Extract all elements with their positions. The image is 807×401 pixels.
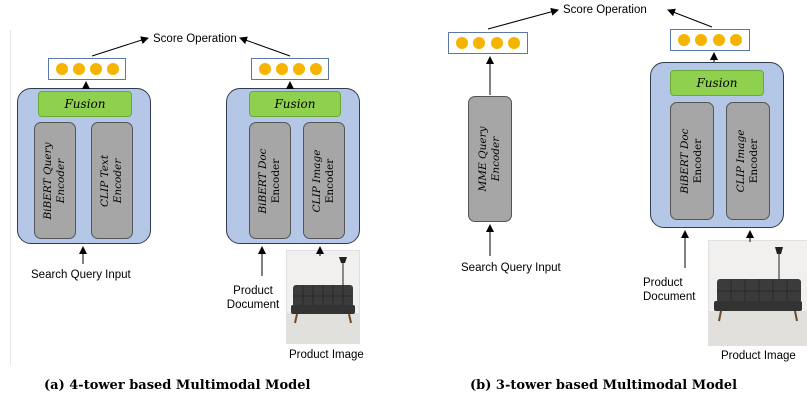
- product-image-a: [286, 250, 360, 344]
- product-document-label-a: Product Document: [224, 284, 282, 312]
- product-document-line1: Product: [643, 277, 683, 289]
- score-operation-label-a: Score Operation: [153, 33, 237, 45]
- product-document-line1: Product: [233, 285, 273, 297]
- score-dot: [490, 37, 503, 49]
- score-dot: [730, 34, 743, 46]
- score-vector-b-right: [670, 29, 750, 51]
- caption-b: (b) 3-tower based Multimodal Model: [470, 378, 738, 393]
- score-dot: [106, 63, 119, 75]
- score-dot: [712, 34, 725, 46]
- arrow-score-b-right: [667, 8, 713, 28]
- fusion-block-a-left: Fusion: [38, 91, 132, 117]
- product-image-label-a: Product Image: [289, 349, 364, 361]
- score-dot: [309, 63, 322, 75]
- fusion-block-b: Fusion: [670, 70, 764, 96]
- score-dot: [508, 37, 521, 49]
- score-vector-a-left: [48, 58, 126, 80]
- product-image-b: [708, 240, 807, 346]
- score-dot: [292, 63, 305, 75]
- arrow-score-a-left: [91, 36, 149, 57]
- score-vector-a-right: [251, 58, 329, 80]
- search-query-input-label-a: Search Query Input: [31, 269, 131, 281]
- fusion-label: Fusion: [64, 97, 106, 111]
- score-dot: [89, 63, 102, 75]
- caption-a: (a) 4-tower based Multimodal Model: [44, 378, 311, 393]
- sofa-photo-icon: [287, 251, 359, 343]
- arrow-score-b-left: [487, 7, 559, 30]
- product-document-label-b: Product Document: [643, 276, 695, 304]
- score-dot: [258, 63, 271, 75]
- score-operation-label-b: Score Operation: [563, 4, 647, 16]
- product-document-line2: Document: [643, 291, 696, 303]
- fusion-block-a-right: Fusion: [249, 91, 341, 117]
- score-dot: [455, 37, 468, 49]
- score-dot: [55, 63, 68, 75]
- score-dot: [677, 34, 690, 46]
- score-dot: [695, 34, 708, 46]
- search-query-input-label-b: Search Query Input: [461, 262, 561, 274]
- fusion-label: Fusion: [274, 97, 316, 111]
- product-image-label-b: Product Image: [721, 350, 796, 362]
- score-vector-b-left: [448, 32, 528, 54]
- product-document-line2: Document: [226, 299, 280, 311]
- fusion-label: Fusion: [696, 76, 738, 90]
- left-margin-line: [10, 30, 11, 365]
- score-dot: [473, 37, 486, 49]
- arrow-score-a-right: [239, 36, 291, 57]
- score-dot: [72, 63, 85, 75]
- score-dot: [275, 63, 288, 75]
- sofa-photo-icon: [709, 241, 807, 345]
